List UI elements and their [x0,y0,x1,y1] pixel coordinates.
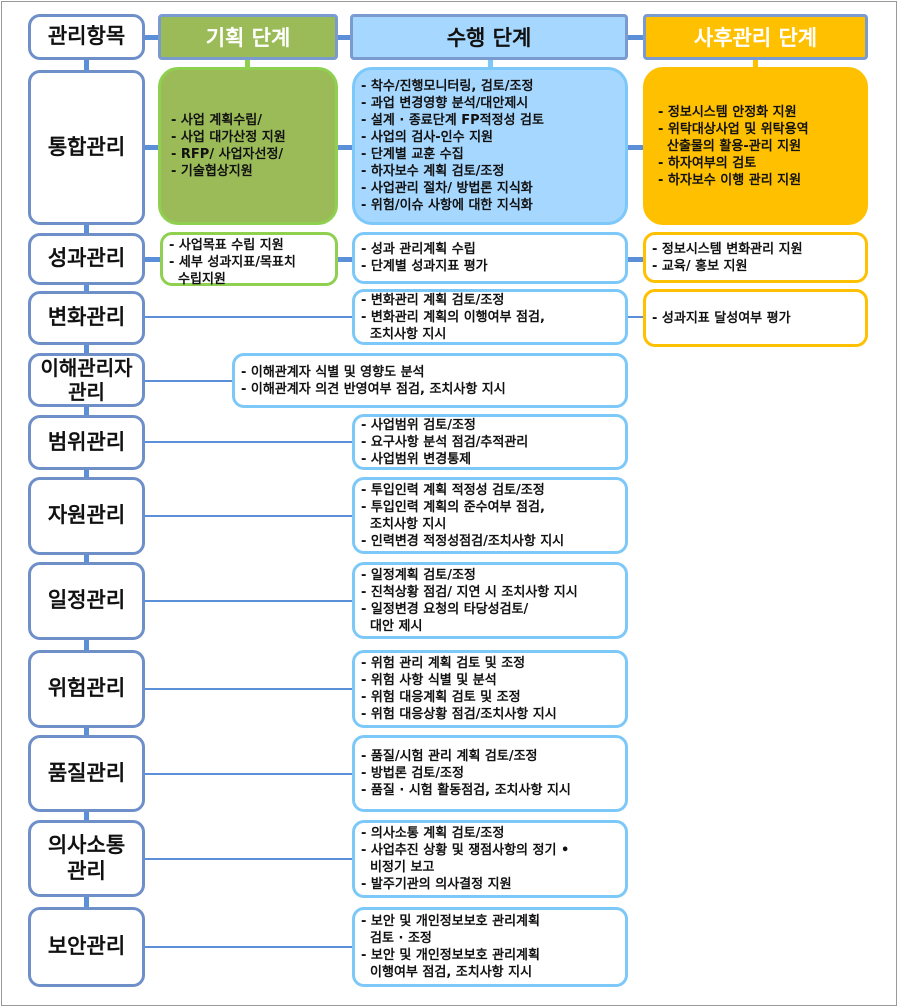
item: 비정기 보고 [361,860,435,875]
quality-execution: - 품질/시험 관리 계획 검토/조정 - 방법론 검토/조정 - 품질 · 시험 … [352,735,628,812]
item: 검토 · 조정 [361,931,432,946]
category-security: 보안관리 [28,907,145,987]
item: - 성과 관리계획 수립 [361,242,476,257]
integration-planning: - 사업 계획수립/ - 사업 대가산정 지원 - RFP/ 사업자선정/ - 기술협… [158,67,338,225]
row-connector [143,946,353,948]
post-connector [753,58,758,70]
category-change: 변화관리 [28,291,145,345]
item: - 변화관리 계획의 이행여부 점검, [361,309,545,325]
item: - 보안 및 개인정보보호 관리계획 [361,914,540,929]
category-scope: 범위관리 [28,415,145,470]
item: - 사업관리 절차/ 방법론 지식화 [361,181,533,196]
item: - 발주기관의 의사결정 지원 [361,877,512,892]
item: - 세부 성과지표/목표치 [169,255,296,270]
item: - 사업목표 수립 지원 [169,238,284,253]
item: - 위험 대응상황 점검/조치사항 지시 [361,707,557,722]
security-execution: - 보안 및 개인정보보호 관리계획 검토 · 조정 - 보안 및 개인정보보호 … [352,907,628,987]
item: - 이해관계자 식별 및 영향도 분석 [241,364,425,380]
risk-execution: - 위험 관리 계획 검토 및 조정 - 위험 사항 식별 및 분석 - 위험 대응… [352,650,628,728]
header-category: 관리항목 [28,14,145,60]
change-post: - 성과지표 달성여부 평가 [643,289,868,347]
category-integration: 통합관리 [28,70,145,225]
item: - 방법론 검토/조정 [361,766,464,781]
performance-planning: - 사업목표 수립 지원 - 세부 성과지표/목표치 수립지원 [160,232,338,287]
schedule-execution: - 일정계획 검토/조정- 진척상황 점검/ 지연 시 조치사항 지시- 일정변… [352,562,628,639]
category-resource: 자원관리 [28,477,145,555]
item: - 하자보수 이행 관리 지원 [658,172,802,188]
item: - 사업 대가산정 지원 [171,130,286,145]
item: - 품질 · 시험 활동점검, 조치사항 지시 [361,783,571,798]
performance-post: - 정보시스템 변화관리 지원- 교육/ 홍보 지원 [643,232,868,283]
item: - 인력변경 적정성점검/조치사항 지시 [361,533,565,549]
item: - 품질/시험 관리 계획 검토/조정 [361,749,538,764]
category-quality: 품질관리 [28,735,145,812]
item: - 사업범위 변경통제 [361,451,472,467]
item: - 요구사항 분석 점검/추적관리 [361,434,529,450]
item: - 진척상황 점검/ 지연 시 조치사항 지시 [361,584,578,600]
item: - 기술협상지원 [171,164,253,179]
item: - 위험/이슈 사항에 대한 지식화 [361,198,533,213]
item: - 일정계획 검토/조정 [361,567,476,583]
category-risk: 위험관리 [28,650,145,728]
item: - 성과지표 달성여부 평가 [652,310,791,326]
item: 대안 제시 [361,618,423,634]
row-connector [143,688,353,690]
row-connector [143,773,353,775]
item: - 의사소통 계획 검토/조정 [361,826,505,841]
change-execution: - 변화관리 계획 검토/조정- 변화관리 계획의 이행여부 점검, 조치사항 … [352,289,628,345]
item: - 하자여부의 검토 [658,155,757,171]
execution-connector [488,58,493,70]
row-connector [143,380,233,382]
performance-execution: - 성과 관리계획 수립 - 단계별 성과지표 평가 [352,232,628,284]
item: 이행여부 점검, 조치사항 지시 [361,965,533,980]
row-connector [143,515,353,517]
item: - 사업의 검사-인수 지원 [361,130,494,145]
row-connector [143,441,353,443]
item: 조치사항 지시 [361,326,447,342]
category-performance: 성과관리 [28,233,145,285]
item: - 정보시스템 변화관리 지원 [652,241,803,257]
scope-execution: - 사업범위 검토/조정- 요구사항 분석 점검/추적관리- 사업범위 변경통제 [352,414,628,470]
planning-connector [245,58,250,70]
category-stakeholder: 이해관리자 관리 [28,353,145,407]
item: - 보안 및 개인정보보호 관리계획 [361,948,540,963]
item: 산출물의 활용-관리 지원 [658,138,802,154]
item: - 변화관리 계획 검토/조정 [361,292,505,308]
integration-execution: - 착수/진행모니터링, 검토/조정 - 과업 변경영향 분석/대안제시 - 설계 … [352,67,628,225]
item: - 단계별 성과지표 평가 [361,259,488,274]
header-planning: 기획 단계 [158,14,338,60]
item: 수립지원 [169,272,226,287]
communication-execution: - 의사소통 계획 검토/조정 - 사업추진 상황 및 쟁점사항의 정기 • 비정… [352,820,628,898]
row-connector [143,858,353,860]
resource-execution: - 투입인력 계획 적정성 검토/조정- 투입인력 계획의 준수여부 점검, 조… [352,477,628,554]
item: - 과업 변경영향 분석/대안제시 [361,96,529,111]
row-connector [143,600,353,602]
category-schedule: 일정관리 [28,562,145,640]
item: - 위험 사항 식별 및 분석 [361,673,497,688]
item: - 사업범위 검토/조정 [361,417,476,433]
item: - 투입인력 계획 적정성 검토/조정 [361,482,545,498]
item: - 단계별 교훈 수집 [361,147,464,162]
item: - 착수/진행모니터링, 검토/조정 [361,79,534,94]
item: - 사업추진 상황 및 쟁점사항의 정기 • [361,843,570,858]
header-post: 사후관리 단계 [643,14,868,60]
item: - 투입인력 계획의 준수여부 점검, [361,499,545,515]
item: - 이해관계자 의견 반영여부 점검, 조치사항 지시 [241,381,506,397]
item: - 하자보수 계획 검토/조정 [361,164,505,179]
item: - 위탁대상사업 및 위탁용역 [658,121,809,137]
integration-post: - 정보시스템 안정화 지원- 위탁대상사업 및 위탁용역 산출물의 활용-관리… [643,67,868,225]
item: - 위험 대응계획 검토 및 조정 [361,690,521,705]
stakeholder-execution: - 이해관계자 식별 및 영향도 분석- 이해관계자 의견 반영여부 점검, 조… [232,353,628,408]
item: 조치사항 지시 [361,516,447,532]
item: - RFP/ 사업자선정/ [171,147,284,162]
item: - 교육/ 홍보 지원 [652,258,748,274]
header-execution: 수행 단계 [350,14,628,60]
item: - 일정변경 요청의 타당성검토/ [361,601,529,617]
item: - 설계 · 종료단계 FP적정성 검토 [361,113,544,128]
item: - 정보시스템 안정화 지원 [658,104,797,120]
item: - 위험 관리 계획 검토 및 조정 [361,656,526,671]
category-communication: 의사소통 관리 [28,820,145,897]
item: - 사업 계획수립/ [171,113,262,128]
